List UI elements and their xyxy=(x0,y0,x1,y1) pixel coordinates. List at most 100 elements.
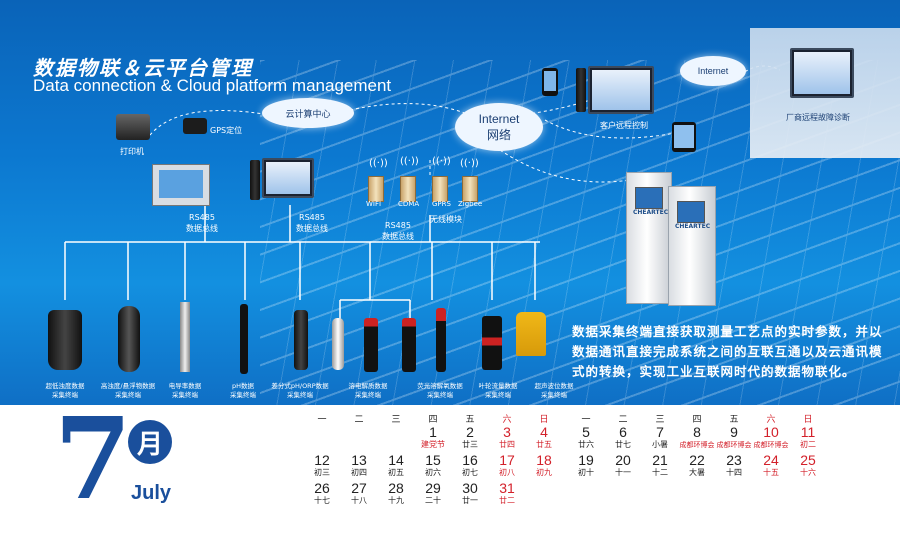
weekday-header: 三 xyxy=(655,415,665,425)
day-number: 23 xyxy=(726,452,742,468)
rs485-label-1: RS485 数据总线 xyxy=(186,213,218,233)
lunar-label: 初七 xyxy=(462,468,478,477)
lunar-label: 十一 xyxy=(615,468,631,477)
ise-sensor-icon-1 xyxy=(332,318,344,370)
sensor-label: 叶轮流量数据 采集终端 xyxy=(478,382,518,399)
day-number: 4 xyxy=(540,424,548,440)
module-icon xyxy=(368,176,384,202)
sensor-label: 超声波位数据 采集终端 xyxy=(534,382,574,399)
lunar-label: 小暑 xyxy=(652,440,668,449)
weekday-header: 六 xyxy=(502,415,512,425)
computer-tower-icon xyxy=(250,160,260,200)
gps-label: GPS定位 xyxy=(210,126,243,135)
lunar-label: 十二 xyxy=(652,468,668,477)
weekday-header: 日 xyxy=(539,415,549,425)
client-remote-label: 客户远程控制 xyxy=(600,121,648,130)
sensor-label: pH数据 采集终端 xyxy=(230,382,256,399)
orp-sensor-icon xyxy=(294,310,308,370)
rs485-label-3: RS485 数据总线 xyxy=(382,221,414,241)
day-number: 31 xyxy=(499,480,515,496)
lunar-label: 二十 xyxy=(425,496,441,505)
network-lines xyxy=(0,0,900,405)
conductivity-sensor-icon xyxy=(180,302,190,372)
flow-sensor-icon xyxy=(482,316,502,370)
day-number: 19 xyxy=(578,452,594,468)
turbidity-sensor-icon xyxy=(48,310,82,370)
sensor-label: 差分式pH/ORP数据 采集终端 xyxy=(271,382,329,399)
day-number: 27 xyxy=(351,480,367,496)
factory-monitor-icon xyxy=(790,48,854,98)
analyzer-cabinet-left: CHEARTEC xyxy=(626,172,672,304)
month-en: July xyxy=(131,482,172,504)
sensor-label: 超低浊度数据 采集终端 xyxy=(45,382,85,399)
lunar-label: 初四 xyxy=(351,468,367,477)
lunar-label: 廿五 xyxy=(536,440,552,449)
sensor-label: 高浊度/悬浮物数据 采集终端 xyxy=(100,382,156,399)
weekday-header: 五 xyxy=(729,415,739,425)
day-number: 28 xyxy=(388,480,404,496)
computer-monitor-icon xyxy=(262,158,314,198)
day-number: 7 xyxy=(656,424,664,440)
day-number: 21 xyxy=(652,452,668,468)
lunar-label: 成都环博会 xyxy=(716,441,752,449)
ise-sensor-icon-2 xyxy=(364,318,378,372)
lunar-label: 建党节 xyxy=(421,440,445,449)
day-number: 17 xyxy=(499,452,515,468)
factory-remote-label: 厂商远程故障诊断 xyxy=(786,113,850,122)
analyzer-cabinet-right: CHEARTEC xyxy=(668,186,716,306)
weekday-header: 一 xyxy=(317,415,327,425)
signal-icon: ((·)) xyxy=(400,156,419,167)
day-number: 30 xyxy=(462,480,478,496)
day-number: 9 xyxy=(730,424,738,440)
lunar-label: 十六 xyxy=(800,468,816,477)
signal-icon: ((·)) xyxy=(460,158,479,169)
day-number: 10 xyxy=(763,424,779,440)
weekday-header: 五 xyxy=(465,415,475,425)
module-icon xyxy=(432,176,448,202)
cloud-center-label: 云计算中心 xyxy=(285,108,331,119)
wireless-label: 无线模块 xyxy=(430,215,462,224)
poster-title-cn: 数据物联＆云平台管理 xyxy=(33,56,253,80)
client-monitor-icon xyxy=(588,66,654,114)
month-number: 7 xyxy=(54,394,132,525)
lunar-label: 廿四 xyxy=(499,440,515,449)
lunar-label: 廿三 xyxy=(462,440,478,449)
ph-sensor-icon xyxy=(240,304,248,374)
lunar-label: 大暑 xyxy=(689,468,705,477)
lunar-label: 廿七 xyxy=(615,440,631,449)
day-number: 6 xyxy=(619,424,627,440)
tablet-icon xyxy=(672,122,696,152)
weekday-header: 二 xyxy=(618,415,628,425)
weekday-header: 一 xyxy=(581,415,591,425)
poster-title-en: Data connection & Cloud platform managem… xyxy=(33,76,392,95)
lunar-label: 廿六 xyxy=(578,440,594,449)
weekday-header: 四 xyxy=(692,415,702,425)
day-number: 26 xyxy=(314,480,330,496)
lunar-label: 初九 xyxy=(536,468,552,477)
lunar-label: 十八 xyxy=(351,496,367,505)
day-number: 13 xyxy=(351,452,367,468)
lunar-label: 初二 xyxy=(800,440,816,449)
description-paragraph: 数据采集终端直接获取测量工艺点的实时参数，并以数据通讯直接完成系统之间的互联互通… xyxy=(572,324,883,379)
do-sensor-icon xyxy=(436,308,446,372)
gps-icon xyxy=(183,118,207,134)
sensor-label: 溶电解质数据 采集终端 xyxy=(348,382,388,399)
day-number: 5 xyxy=(582,424,590,440)
module-label-gprs: GPRS xyxy=(432,200,451,208)
